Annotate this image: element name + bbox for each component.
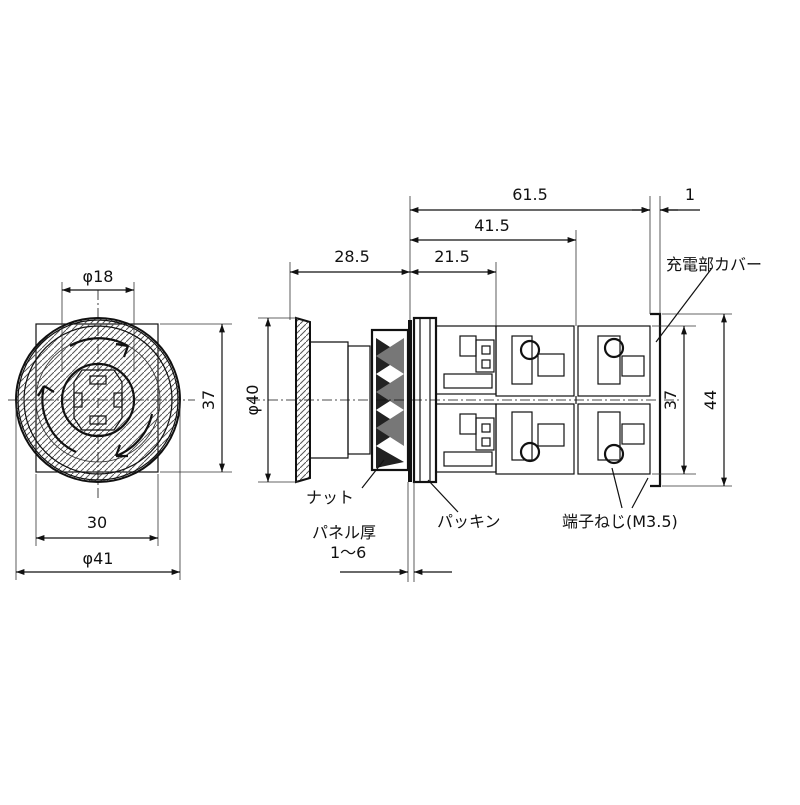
label-terminal-screw: 端子ねじ(M3.5) — [562, 512, 678, 531]
rotate-arrow-icon — [69, 337, 129, 347]
side-view — [250, 312, 680, 488]
dim-41-5-label: 41.5 — [474, 216, 510, 235]
dim-30-label: 30 — [87, 513, 107, 532]
dim-phi41-label: φ41 — [83, 549, 114, 568]
rotate-arrow-icon — [41, 385, 77, 453]
dim-28-5-label: 28.5 — [334, 247, 370, 266]
front-view — [8, 290, 195, 500]
label-panel-thickness: パネル厚 — [312, 523, 376, 542]
leader-lines — [361, 267, 713, 513]
dim-61-5-label: 61.5 — [512, 185, 548, 204]
side-panel — [408, 320, 412, 482]
dim-21-5-label: 21.5 — [434, 247, 470, 266]
dim-1-label: 1 — [685, 185, 695, 204]
front-dimensions: φ18 37 30 φ41 — [15, 267, 232, 580]
label-packing: パッキン — [437, 512, 501, 531]
label-nut: ナット — [306, 488, 354, 507]
upper-contact-block — [435, 325, 651, 397]
side-mushroom-head — [295, 316, 311, 484]
dim-phi40-label: φ40 — [243, 385, 262, 416]
dim-44-label: 44 — [701, 390, 720, 410]
dim-37-front-label: 37 — [199, 390, 218, 410]
dim-phi18-label: φ18 — [83, 267, 114, 286]
side-dimensions: 61.5 1 41.5 28.5 21.5 φ40 37 44 — [243, 185, 732, 582]
dim-37-side-label: 37 — [661, 390, 680, 410]
label-panel-thickness-range: 1〜6 — [330, 543, 366, 562]
rotate-arrow-icon — [115, 413, 154, 458]
label-terminal-cover: 充電部カバー — [666, 255, 762, 274]
lower-contact-block — [435, 403, 651, 475]
